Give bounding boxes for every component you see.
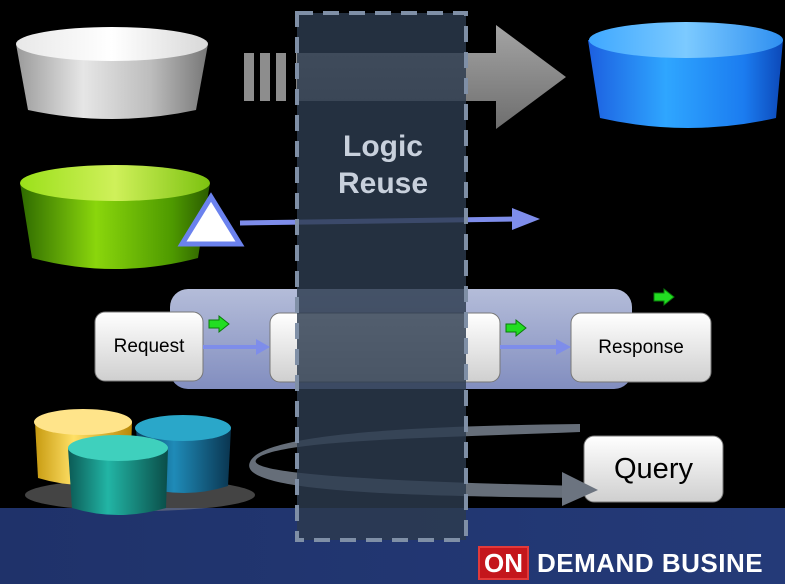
logic-reuse-line-2: Reuse [337,167,429,200]
blue-database-icon [588,22,783,128]
query-label: Query [614,452,693,485]
brand-logo: ON DEMAND BUSINE [478,545,763,581]
gray-database-icon [16,27,208,119]
green-marker-icon [505,318,527,338]
db-cluster-icon [25,409,255,515]
logic-reuse-label: Logic Reuse [300,128,466,202]
logic-reuse-line-1: Logic [343,130,423,163]
request-label: Request [113,335,185,357]
response-label: Response [598,336,684,358]
logic-reuse-overlay [297,13,466,540]
query-box [583,435,724,503]
brand-text: DEMAND BUSINE [537,547,764,578]
response-box [570,312,712,383]
request-to-logic-arrow [203,339,270,355]
logic-reuse-border [295,11,468,542]
green-marker-icon [208,314,230,334]
triangle-icon [177,192,245,247]
green-marker-icon [653,287,675,307]
green-database-icon [20,165,210,269]
brand-on-badge: ON [478,546,529,580]
logic-to-response-arrow [500,339,571,355]
